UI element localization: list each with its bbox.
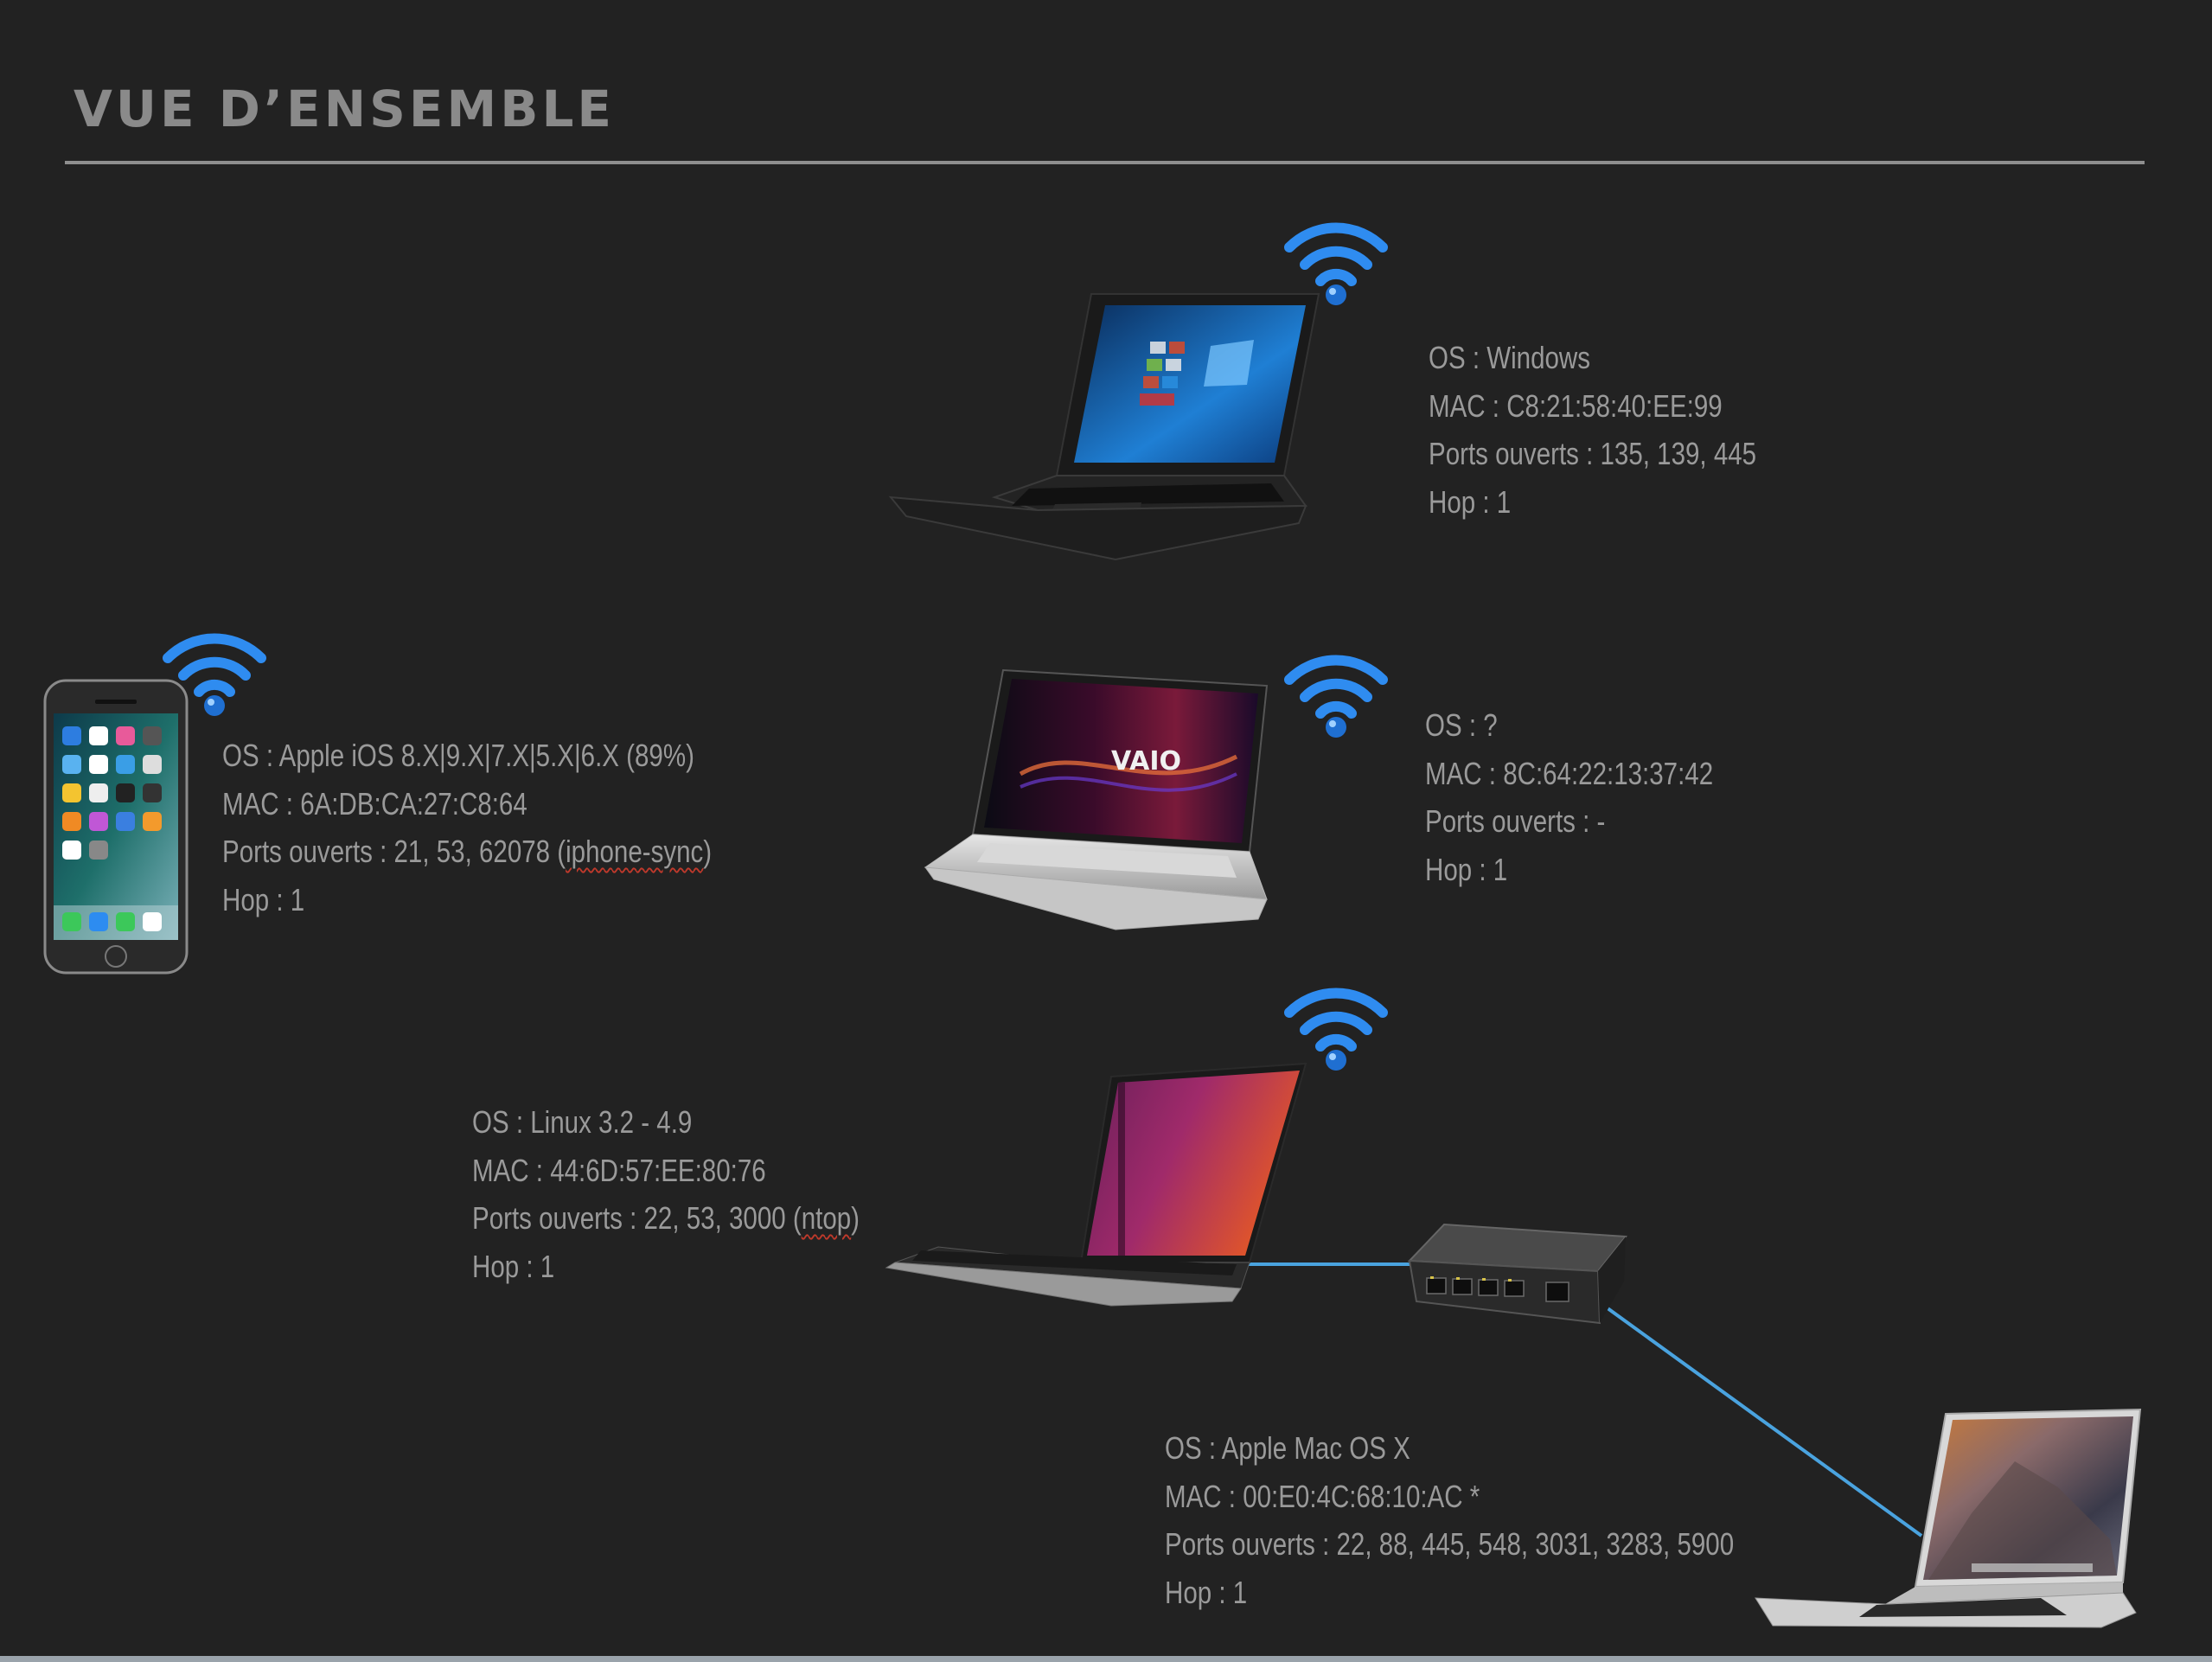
ports-prefix: Ports ouverts : 21, 53, 62078 ( xyxy=(222,834,566,869)
ports-label: Ports ouverts : 22, 88, 445, 548, 3031, … xyxy=(1165,1526,1735,1562)
os-label: OS : Windows xyxy=(1429,340,1591,375)
device-info-linux: OS : Linux 3.2 - 4.9 MAC : 44:6D:57:EE:8… xyxy=(472,1098,860,1290)
ports-label: Ports ouverts : - xyxy=(1425,803,1606,839)
device-info-windows: OS : Windows MAC : C8:21:58:40:EE:99 Por… xyxy=(1429,334,1756,526)
hop-label: Hop : 1 xyxy=(472,1248,555,1284)
hop-label: Hop : 1 xyxy=(222,881,305,917)
ports-label: Ports ouverts : 22, 53, 3000 (ntop) xyxy=(472,1194,860,1243)
hop-label: Hop : 1 xyxy=(1165,1574,1248,1610)
mac-label: MAC : 44:6D:57:EE:80:76 xyxy=(472,1152,766,1188)
ubuntu-laptop-icon xyxy=(885,1062,1307,1307)
ports-suffix: ) xyxy=(703,834,713,869)
os-label: OS : Apple iOS 8.X|9.X|7.X|5.X|6.X (89%) xyxy=(222,738,694,773)
wifi-icon xyxy=(1284,988,1388,1071)
vaio-laptop-icon: VAIO xyxy=(924,668,1269,930)
macbook-icon xyxy=(1755,1408,2142,1628)
mac-label: MAC : 6A:DB:CA:27:C8:64 xyxy=(222,785,527,821)
title-divider xyxy=(65,161,2145,164)
mac-label: MAC : 00:E0:4C:68:10:AC * xyxy=(1165,1478,1480,1514)
ports-suffix: ) xyxy=(851,1200,860,1236)
link-switch-mac xyxy=(1602,1304,1923,1537)
wifi-icon xyxy=(1284,655,1388,738)
page-title: VUE D’ENSEMBLE xyxy=(74,80,616,138)
device-info-mac: OS : Apple Mac OS X MAC : 00:E0:4C:68:10… xyxy=(1165,1424,1734,1616)
hop-label: Hop : 1 xyxy=(1429,483,1512,520)
mac-label: MAC : 8C:64:22:13:37:42 xyxy=(1425,755,1714,791)
bottom-bar xyxy=(0,1656,2212,1662)
device-info-vaio: OS : ? MAC : 8C:64:22:13:37:42 Ports ouv… xyxy=(1425,701,1713,893)
network-switch-icon xyxy=(1407,1223,1627,1325)
hop-label: Hop : 1 xyxy=(1425,851,1508,887)
iphone-icon xyxy=(43,679,189,975)
device-info-iphone: OS : Apple iOS 8.X|9.X|7.X|5.X|6.X (89%)… xyxy=(222,732,712,924)
os-label: OS : Linux 3.2 - 4.9 xyxy=(472,1104,693,1140)
ports-label: Ports ouverts : 21, 53, 62078 (iphone-sy… xyxy=(222,828,712,876)
svg-text:VAIO: VAIO xyxy=(1111,746,1181,777)
ports-service: ntop xyxy=(801,1200,852,1236)
os-label: OS : Apple Mac OS X xyxy=(1165,1430,1410,1466)
wifi-icon xyxy=(1284,222,1388,305)
windows-laptop-icon xyxy=(888,293,1320,561)
mac-label: MAC : C8:21:58:40:EE:99 xyxy=(1429,387,1723,424)
ports-prefix: Ports ouverts : 22, 53, 3000 ( xyxy=(472,1200,802,1236)
wifi-icon xyxy=(163,633,266,716)
ports-label: Ports ouverts : 135, 139, 445 xyxy=(1429,436,1757,471)
ports-service: iphone-sync xyxy=(566,834,704,869)
os-label: OS : ? xyxy=(1425,707,1498,743)
